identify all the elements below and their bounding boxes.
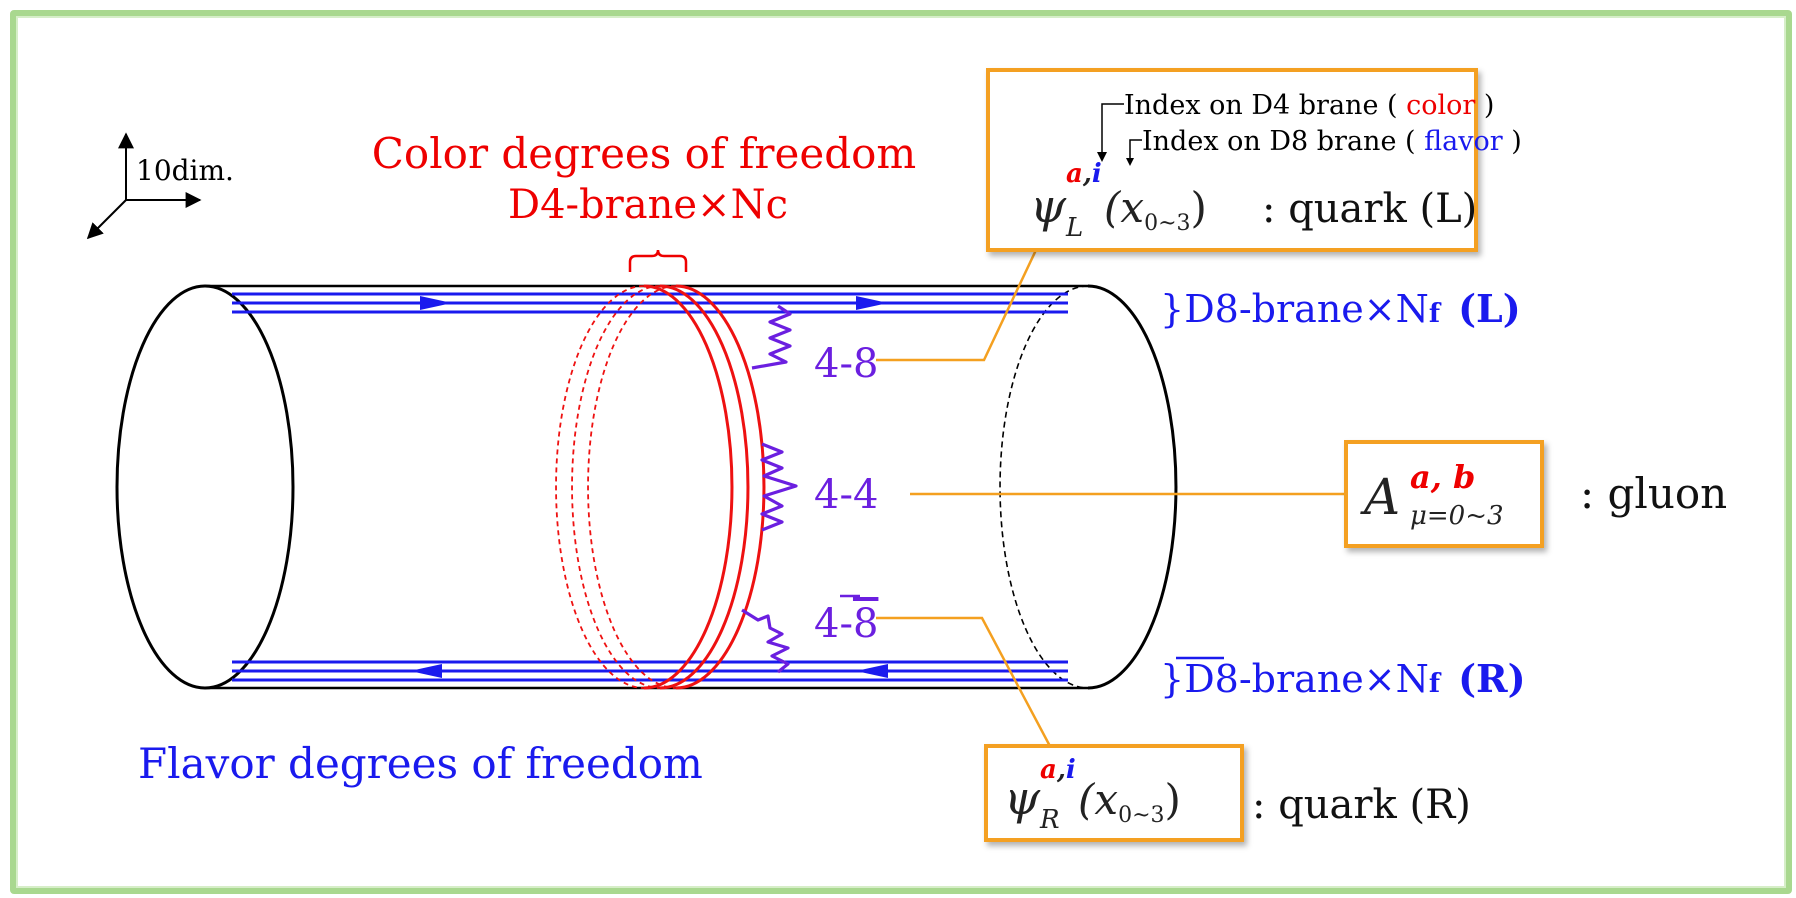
d4-brace xyxy=(628,249,688,272)
gluon-symbol: A xyxy=(1360,468,1400,526)
d4-brane-label: D4-brane×Nc xyxy=(508,182,788,228)
d8-left-label: }D8-brane×Nf(L) xyxy=(1160,286,1521,331)
string-4-8-label: 4-8 xyxy=(814,341,878,387)
index-note-flavor: Index on D8 brane ( flavor ) xyxy=(1142,126,1522,157)
psi-l-symbol: ψ xyxy=(1030,179,1067,233)
quark-left-box xyxy=(986,68,1478,252)
gluon-subscript: μ=0~3 xyxy=(1410,501,1504,531)
axes-label: 10dim. xyxy=(136,154,234,187)
string-4-4-label: 4-4 xyxy=(814,472,878,518)
index-pointers xyxy=(1097,103,1142,166)
d4-branes xyxy=(555,284,766,690)
color-dof-title: Color degrees of freedom xyxy=(372,129,916,178)
d8-branes-top xyxy=(232,292,1068,314)
psi-r-subscript: R xyxy=(1039,805,1060,835)
gluon-label: : gluon xyxy=(1580,469,1727,518)
overline-8: 8 xyxy=(853,601,878,647)
string-4-8bar-label: 4-8 xyxy=(814,601,878,647)
gluon-box xyxy=(1344,440,1544,548)
quark-right-box xyxy=(984,744,1244,842)
psi-l-subscript: L xyxy=(1065,213,1083,243)
psi-r-symbol: ψ xyxy=(1004,771,1041,825)
index-note-color: Index on D4 brane ( color ) xyxy=(1124,90,1494,121)
leader-lines xyxy=(876,249,1346,751)
d8bar-branes-bottom xyxy=(232,660,1068,682)
psi-l-argument: (x0~3) xyxy=(1104,183,1207,236)
string-4-4 xyxy=(760,442,798,532)
cylinder-right-end-back xyxy=(999,285,1089,689)
psi-l-superscript: a,i xyxy=(1066,159,1102,189)
quark-l-label: : quark (L) xyxy=(1262,186,1477,232)
psi-r-argument: (x0~3) xyxy=(1078,775,1181,828)
psi-r-superscript: a,i xyxy=(1040,755,1076,785)
axes-icon xyxy=(86,132,202,240)
string-4-8 xyxy=(751,304,792,370)
flavor-dof-title: Flavor degrees of freedom xyxy=(138,739,703,788)
quark-r-label: : quark (R) xyxy=(1252,782,1471,828)
cylinder-left-end xyxy=(115,284,295,690)
d8bar-right-label: }D8-brane×Nf(R) xyxy=(1160,656,1526,701)
string-4-8bar xyxy=(741,608,790,674)
gluon-superscript: a, b xyxy=(1410,458,1475,496)
cylinder xyxy=(115,284,1178,690)
cylinder-right-end-front xyxy=(1087,284,1178,690)
outer-frame xyxy=(10,10,1792,894)
